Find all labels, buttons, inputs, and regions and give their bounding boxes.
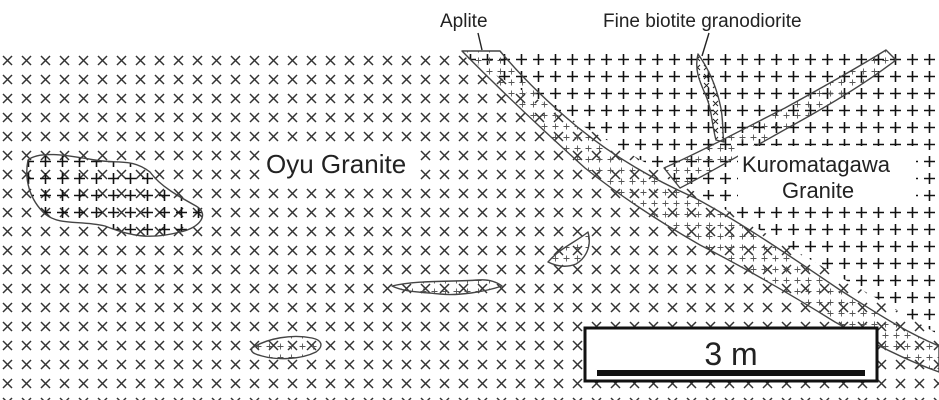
kuromatagawa-label-line2: Granite xyxy=(782,178,854,203)
aplite-dike-main xyxy=(461,50,939,373)
label-kuromatagawa: Kuromatagawa Granite xyxy=(738,146,916,204)
granodiorite-leader-line xyxy=(701,32,710,57)
granodiorite-veinlet xyxy=(696,53,725,143)
kuromatagawa-label-line1: Kuromatagawa xyxy=(742,152,891,177)
xenolith-plus-left xyxy=(26,153,204,237)
aplite-leader-line xyxy=(477,32,483,51)
oyu-granite-label: Oyu Granite xyxy=(266,149,406,179)
aplite-lens-bottom xyxy=(250,335,322,360)
aplite-pod-mid xyxy=(547,231,590,267)
scale-bar-line xyxy=(597,370,865,376)
fine-biotite-granodiorite-label: Fine biotite granodiorite xyxy=(603,11,802,32)
label-oyu-granite: Oyu Granite xyxy=(262,144,412,182)
scale-bar: 3 m xyxy=(583,326,879,383)
label-fine-biotite-granodiorite: Fine biotite granodiorite xyxy=(603,11,802,57)
aplite-lens-center xyxy=(391,279,503,296)
scale-bar-label: 3 m xyxy=(704,336,757,372)
aplite-label: Aplite xyxy=(440,11,488,32)
label-aplite: Aplite xyxy=(440,11,488,51)
